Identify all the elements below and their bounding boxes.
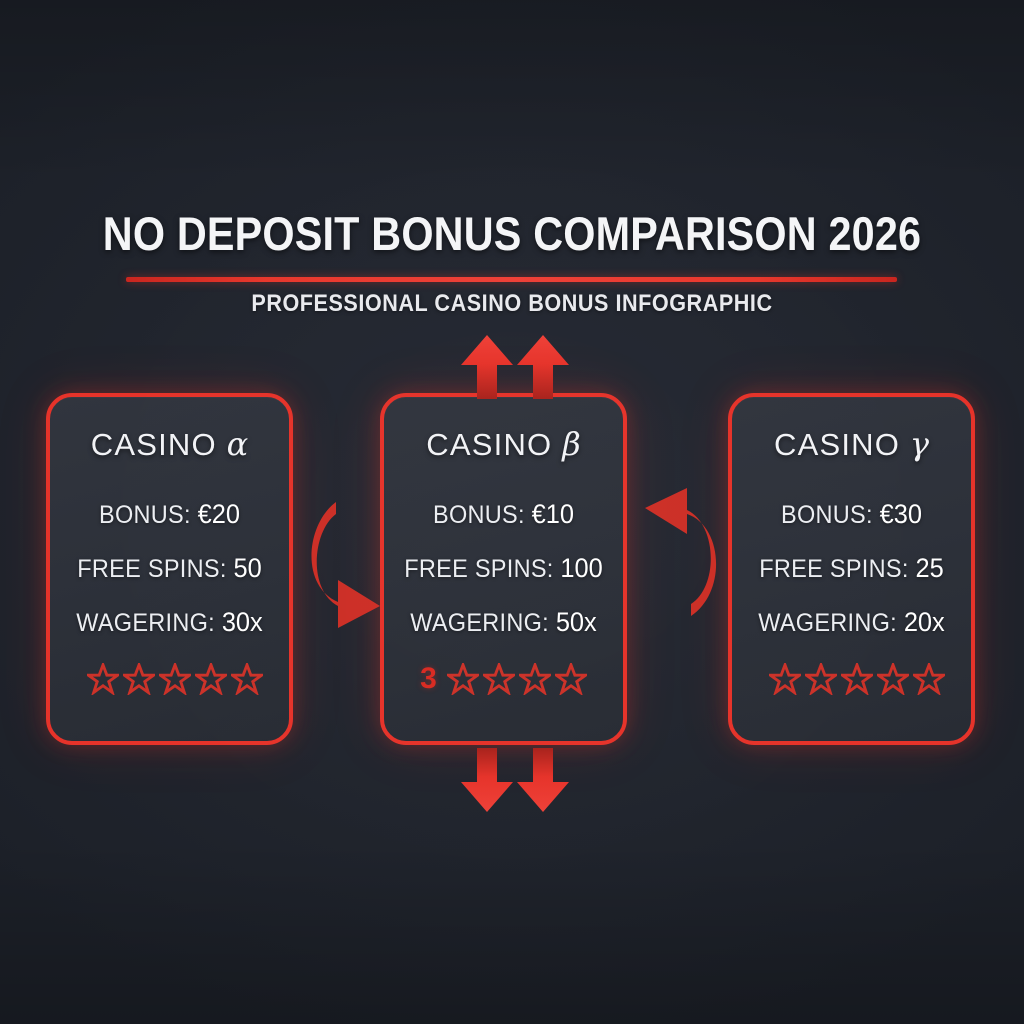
wagering-label: WAGERING: — [758, 609, 898, 637]
casino-name-prefix: CASINO — [426, 427, 553, 462]
bonus-stat: BONUS: €20 — [57, 499, 282, 530]
down-arrows-group — [461, 748, 569, 812]
rating-row — [732, 663, 971, 695]
curved-arrow-right-icon — [311, 502, 380, 628]
free-spins-label: FREE SPINS: — [77, 555, 227, 583]
star-icon — [518, 663, 551, 695]
casino-name-symbol: α — [226, 425, 249, 463]
page-title: NO DEPOSIT BONUS COMPARISON 2026 — [102, 207, 922, 260]
star-icon — [554, 663, 587, 695]
free-spins-stat: FREE SPINS: 25 — [739, 553, 964, 584]
bonus-stat: BONUS: €30 — [739, 499, 964, 530]
wagering-stat: WAGERING: 50x — [391, 607, 616, 638]
wagering-value: 30x — [221, 607, 263, 637]
casino-stats: BONUS: €10 FREE SPINS: 100 WAGERING: 50x — [384, 499, 623, 661]
rating-row — [50, 663, 289, 695]
free-spins-value: 25 — [915, 553, 944, 583]
casino-name-prefix: CASINO — [773, 427, 901, 462]
casino-name-symbol: β — [562, 425, 581, 463]
wagering-stat: WAGERING: 20x — [739, 607, 964, 638]
free-spins-value: 100 — [560, 553, 603, 583]
casino-card-alpha[interactable]: CASINO α BONUS: €20 FREE SPINS: 50 WAGER… — [46, 393, 293, 745]
star-icon — [768, 663, 801, 695]
page-subtitle: PROFESSIONAL CASINO BONUS INFOGRAPHIC — [251, 290, 773, 317]
casino-name-symbol: γ — [909, 425, 929, 463]
star-icon — [804, 663, 837, 695]
star-icon — [446, 663, 479, 695]
arrow-down-icon — [461, 748, 513, 812]
bonus-value: €20 — [197, 499, 240, 529]
header: NO DEPOSIT BONUS COMPARISON 2026 PROFESS… — [0, 206, 1024, 317]
rating-row: 3 — [384, 663, 623, 695]
star-icon — [482, 663, 515, 695]
star-icon — [876, 663, 909, 695]
bonus-label: BONUS: — [433, 501, 525, 529]
star-icon — [86, 663, 119, 695]
bonus-stat: BONUS: €10 — [391, 499, 616, 530]
arrow-up-icon — [517, 335, 569, 399]
arrow-up-icon — [461, 335, 513, 399]
wagering-value: 20x — [903, 607, 945, 637]
arrow-down-icon — [517, 748, 569, 812]
free-spins-label: FREE SPINS: — [404, 555, 554, 583]
wagering-stat: WAGERING: 30x — [57, 607, 282, 638]
free-spins-label: FREE SPINS: — [759, 555, 909, 583]
free-spins-value: 50 — [233, 553, 262, 583]
curved-arrow-left-icon — [645, 488, 717, 616]
bonus-value: €10 — [531, 499, 574, 529]
casino-card-title: CASINO α — [50, 425, 289, 463]
casino-card-title: CASINO γ — [732, 425, 971, 463]
casino-card-beta[interactable]: CASINO β BONUS: €10 FREE SPINS: 100 WAGE… — [380, 393, 627, 745]
wagering-value: 50x — [555, 607, 597, 637]
title-divider — [126, 277, 897, 282]
bonus-label: BONUS: — [781, 501, 873, 529]
star-icon — [158, 663, 191, 695]
rating-score: 3 — [420, 662, 437, 695]
wagering-label: WAGERING: — [410, 609, 550, 637]
star-icon — [122, 663, 155, 695]
star-icon — [194, 663, 227, 695]
bonus-label: BONUS: — [99, 501, 191, 529]
casino-stats: BONUS: €30 FREE SPINS: 25 WAGERING: 20x — [732, 499, 971, 661]
bonus-value: €30 — [879, 499, 922, 529]
star-icon — [230, 663, 263, 695]
wagering-label: WAGERING: — [76, 609, 216, 637]
casino-stats: BONUS: €20 FREE SPINS: 50 WAGERING: 30x — [50, 499, 289, 661]
casino-name-prefix: CASINO — [90, 427, 217, 462]
free-spins-stat: FREE SPINS: 50 — [57, 553, 282, 584]
casino-card-gamma[interactable]: CASINO γ BONUS: €30 FREE SPINS: 25 WAGER… — [728, 393, 975, 745]
star-icon — [912, 663, 945, 695]
up-arrows-group — [461, 335, 569, 399]
free-spins-stat: FREE SPINS: 100 — [391, 553, 616, 584]
star-icon — [840, 663, 873, 695]
casino-card-title: CASINO β — [384, 425, 623, 463]
